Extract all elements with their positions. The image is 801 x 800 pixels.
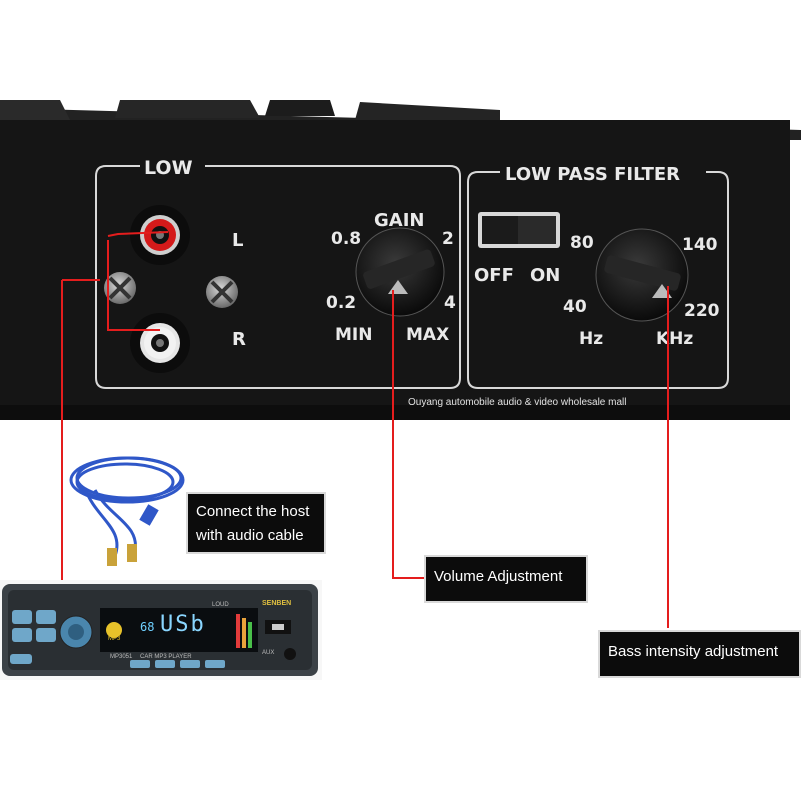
cable-callout-line: Connect the host bbox=[196, 500, 316, 524]
cable-callout-line: with audio cable bbox=[196, 524, 316, 548]
stereo-brand: SENBEN bbox=[262, 600, 291, 607]
stereo-mp3-tag: MP3 bbox=[108, 636, 120, 642]
car-stereo-image: 68 USb SENBEN LOUD MP3 MP3051 CAR MP3 PL… bbox=[0, 580, 322, 680]
stereo-subtitle: CAR MP3 PLAYER bbox=[140, 654, 192, 660]
stereo-display-number: 68 bbox=[140, 620, 154, 634]
volume-callout: Volume Adjustment bbox=[424, 555, 588, 603]
cable-callout: Connect the host with audio cable bbox=[186, 492, 326, 554]
stereo-display-text: USb bbox=[160, 612, 206, 637]
stereo-model: MP3051 bbox=[110, 654, 132, 660]
stereo-loud: LOUD bbox=[212, 602, 229, 608]
bass-callout: Bass intensity adjustment bbox=[598, 630, 801, 678]
stereo-aux: AUX bbox=[262, 650, 274, 656]
audio-cable-image bbox=[65, 448, 190, 568]
